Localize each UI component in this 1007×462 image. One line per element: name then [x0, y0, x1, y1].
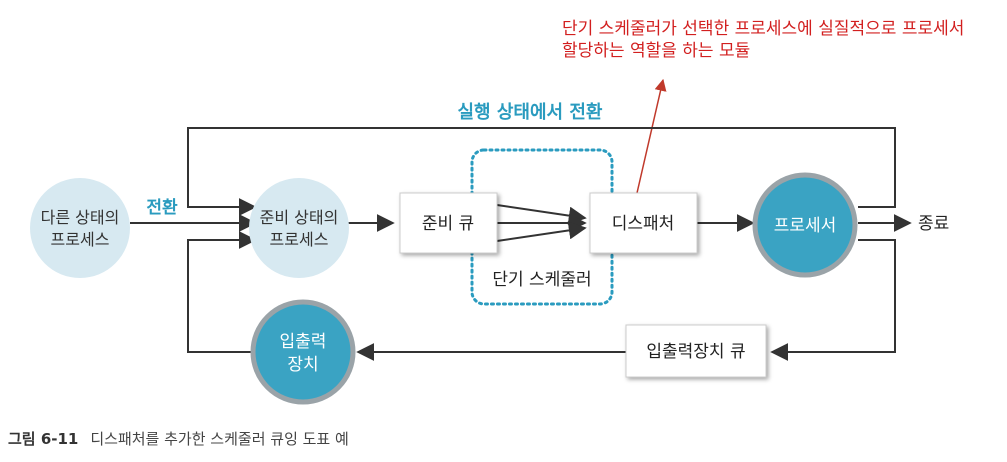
- transition-label: 전환: [146, 198, 178, 218]
- figure-caption-text: 디스패처를 추가한 스케줄러 큐잉 도표 예: [90, 430, 349, 448]
- annotation-pointer-arrow: [636, 78, 667, 194]
- io-queue-label: 입출력장치 큐: [646, 342, 745, 362]
- top-loop-label: 실행 상태에서 전환: [457, 101, 602, 123]
- ready-queue-label: 준비 큐: [422, 214, 474, 234]
- processor-label: 프로세서: [774, 216, 837, 236]
- io-to-ready-line: [187, 231, 257, 353]
- figure-number: 그림 6-11: [8, 430, 79, 448]
- short-term-scheduler-label: 단기 스케줄러: [492, 270, 591, 290]
- annotation-text: 단기 스케줄러가 선택한 프로세스에 실질적으로 프로세서 할당하는 역할을 하…: [562, 18, 1002, 62]
- other-state-label-2: 프로세스: [51, 230, 110, 249]
- figure-caption: 그림 6-11 디스패처를 추가한 스케줄러 큐잉 도표 예: [8, 428, 349, 449]
- processor-circle: [752, 172, 858, 278]
- other-state-circle: [30, 178, 130, 278]
- queue-dispatch-arrow-1: [496, 204, 587, 225]
- io-device-circle: [250, 299, 356, 405]
- ready-state-circle: [249, 178, 349, 278]
- io-device-label-2: 장치: [287, 355, 318, 375]
- ready-state-label-1: 준비 상태의: [260, 208, 339, 227]
- ready-queue-box: [399, 192, 498, 254]
- annotation-line-2: 할당하는 역할을 하는 모듈: [562, 41, 751, 61]
- queue-dispatch-arrow-3: [496, 221, 587, 242]
- processor-to-io-queue-line: [770, 239, 896, 361]
- io-queue-box: [625, 324, 767, 378]
- other-state-label-1: 다른 상태의: [41, 208, 120, 227]
- end-label: 종료: [918, 214, 949, 234]
- ready-state-label-2: 프로세스: [270, 230, 329, 249]
- run-to-ready-loop-line: [187, 127, 896, 216]
- dispatcher-box: [589, 192, 698, 254]
- dispatcher-label: 디스패처: [612, 214, 675, 234]
- annotation-line-1: 단기 스케줄러가 선택한 프로세스에 실질적으로 프로세서: [562, 19, 965, 39]
- io-device-label-1: 입출력: [280, 332, 327, 352]
